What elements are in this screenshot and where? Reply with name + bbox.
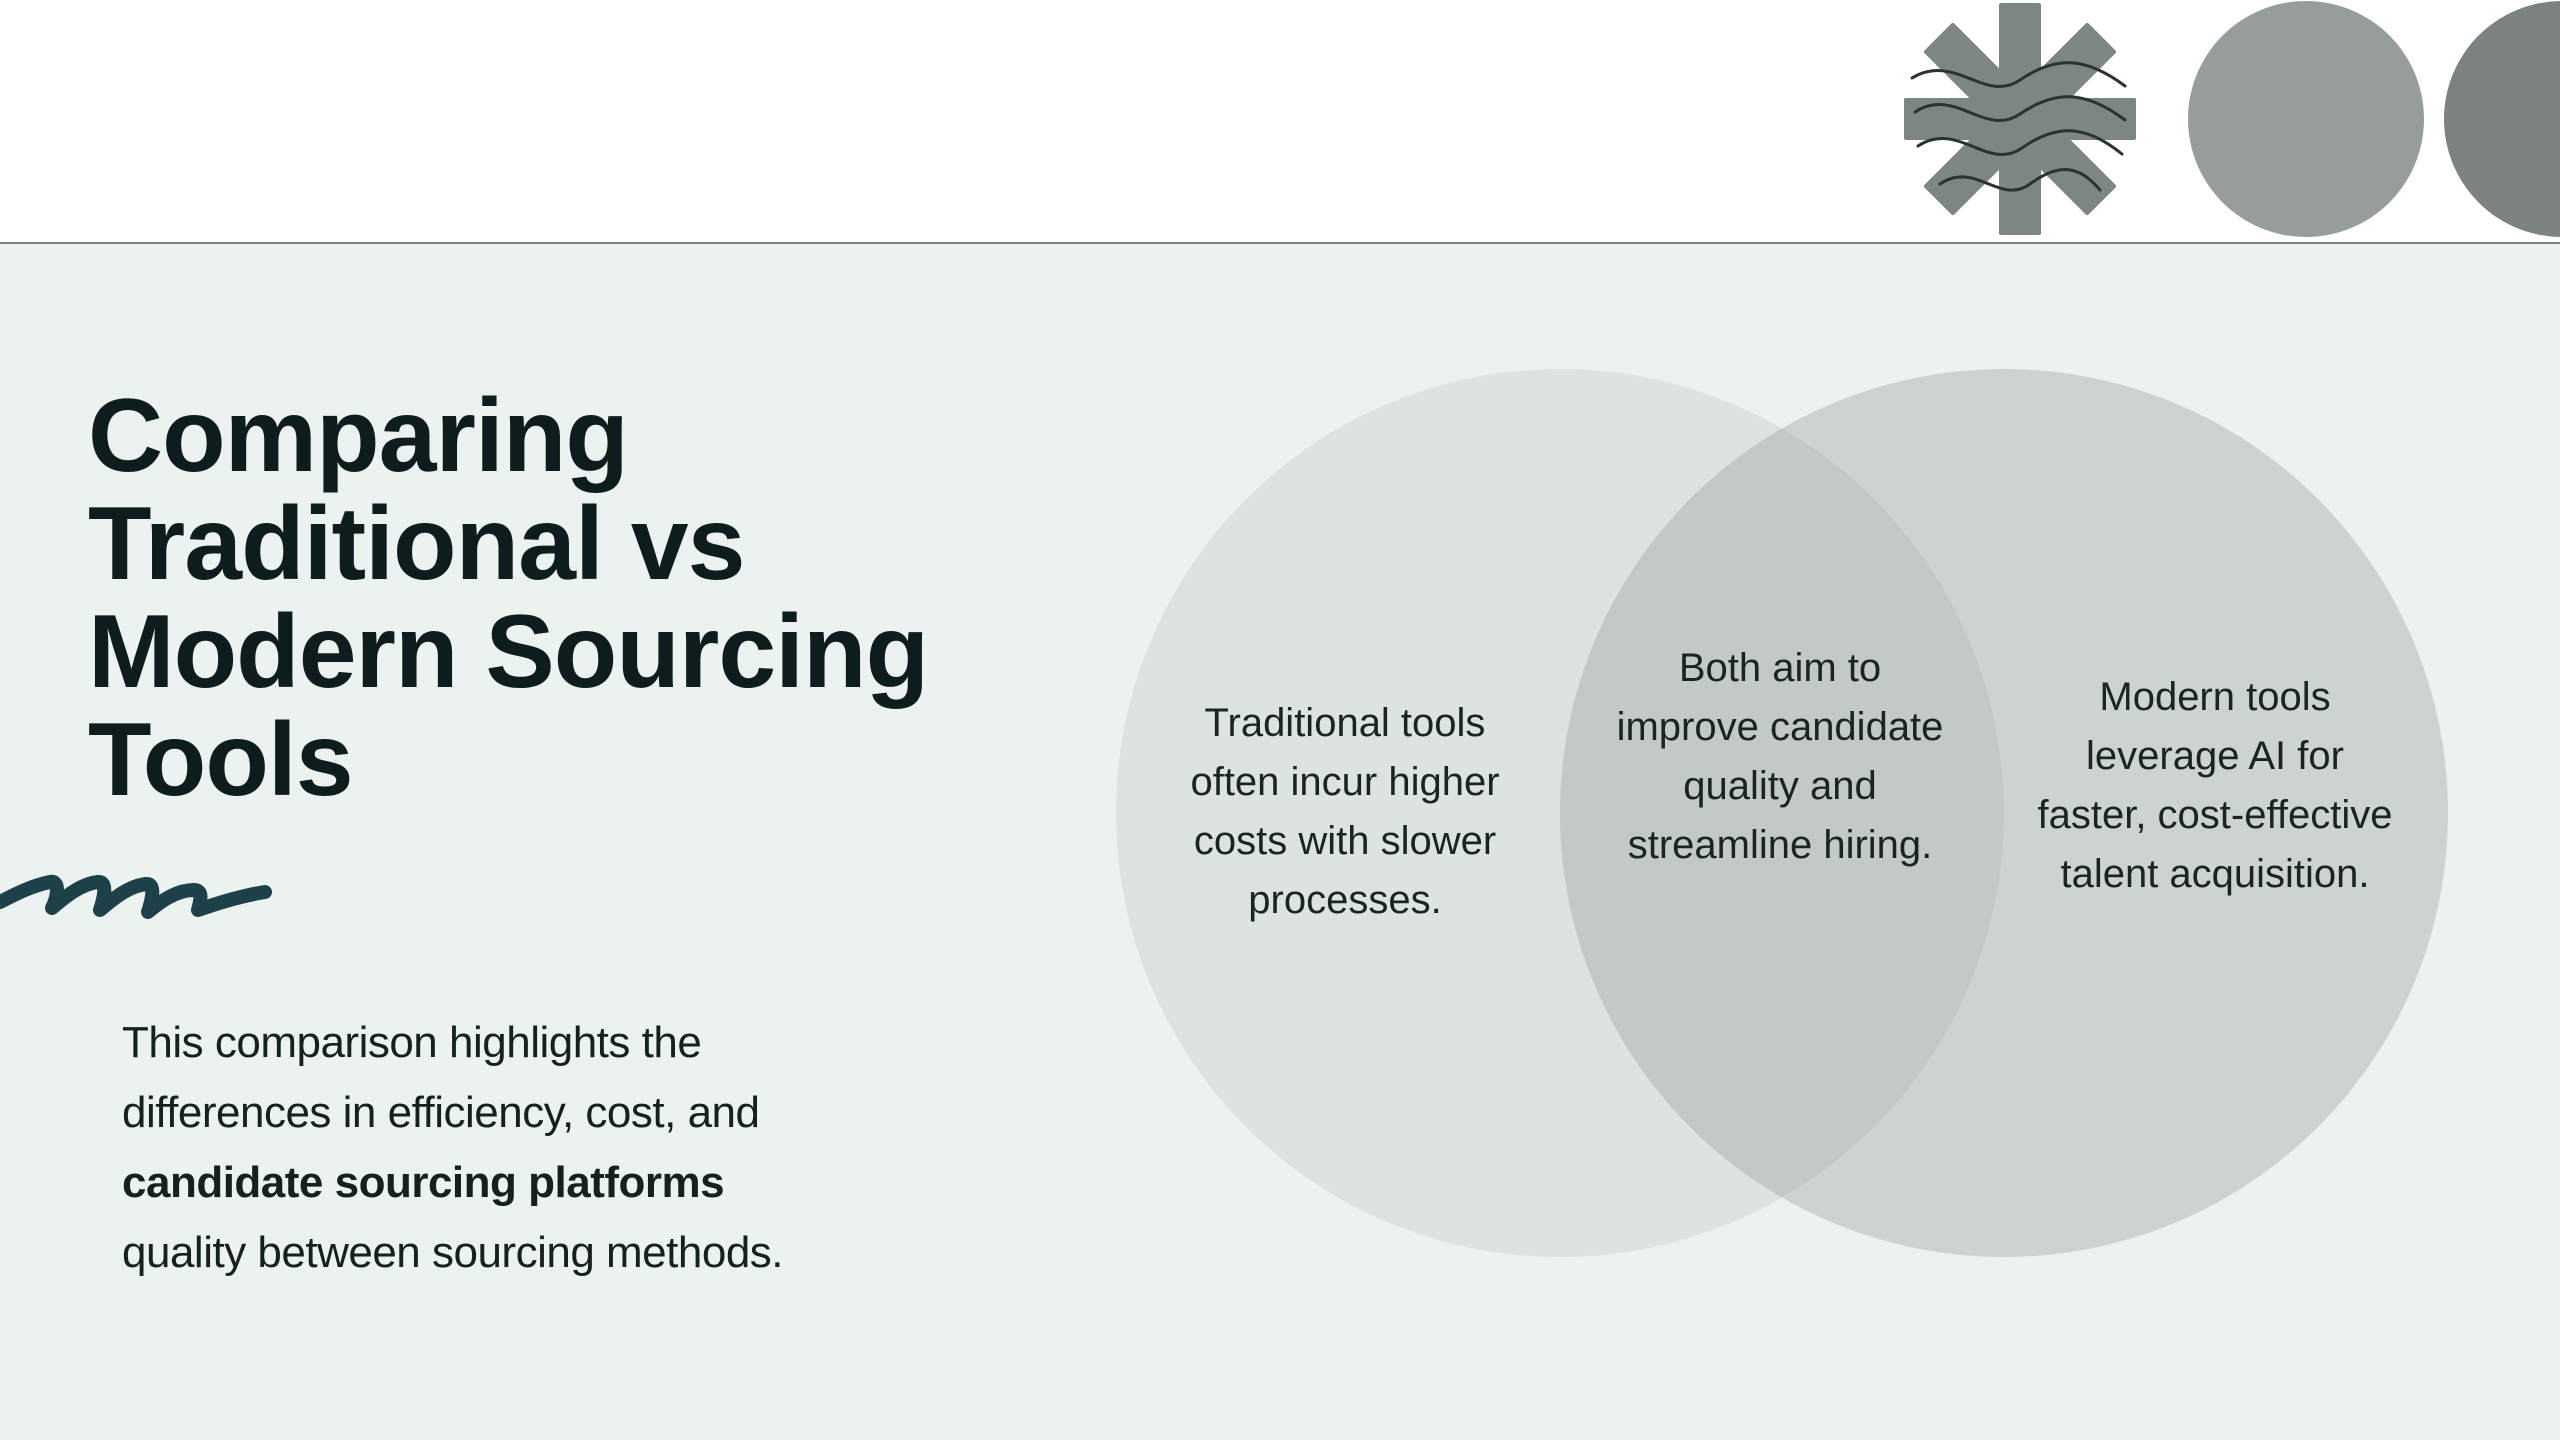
intro-emphasis: candidate sourcing platforms bbox=[122, 1158, 725, 1207]
venn-right-text: Modern tools leverage AI for faster, cos… bbox=[2037, 675, 2393, 896]
page-title: Comparing Traditional vs Modern Sourcing… bbox=[88, 378, 929, 818]
header-divider bbox=[0, 242, 2560, 244]
intro-paragraph: This comparison highlights the differenc… bbox=[122, 1008, 882, 1288]
header-decorations bbox=[1904, 1, 2560, 237]
squiggle-icon bbox=[0, 874, 272, 919]
intro-line-3: quality between sourcing methods. bbox=[122, 1228, 784, 1277]
half-circle-icon bbox=[2444, 1, 2560, 237]
circle-icon bbox=[2188, 1, 2424, 237]
asterisk-icon bbox=[1904, 3, 2136, 235]
intro-line-1: This comparison highlights the bbox=[122, 1018, 702, 1067]
venn-overlap bbox=[1560, 369, 2004, 1257]
intro-line-2: differences in efficiency, cost, and bbox=[122, 1088, 760, 1137]
venn-center-text: Both aim to improve candidate quality an… bbox=[1616, 646, 1944, 867]
venn-left-text: Traditional tools often incur higher cos… bbox=[1190, 701, 1500, 922]
